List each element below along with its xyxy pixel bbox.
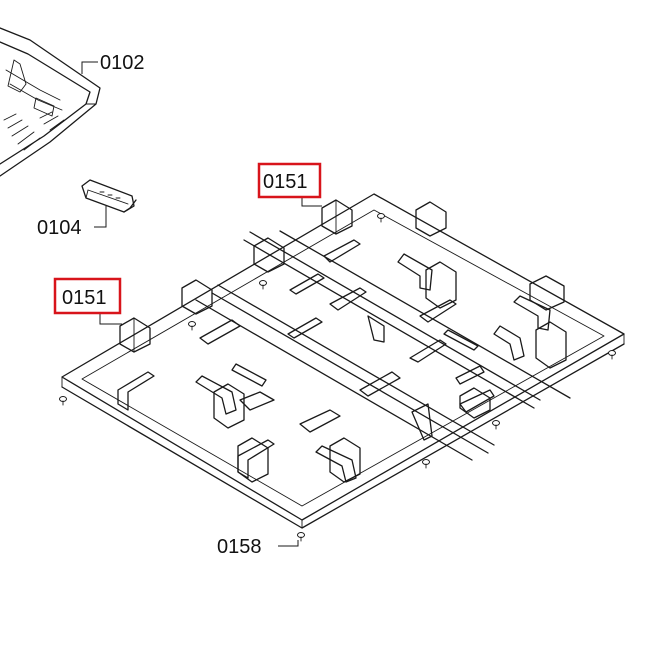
- leader-lines: [81, 61, 322, 547]
- label-0151-top: 0151: [263, 171, 308, 193]
- label-0158: 0158: [217, 536, 262, 558]
- part-0104-bracket: [81, 179, 137, 213]
- label-0104: 0104: [37, 217, 82, 239]
- part-0102-tray: [0, 27, 101, 177]
- label-0151-left: 0151: [62, 287, 107, 309]
- highlight-box-0151-left: [53, 277, 122, 315]
- highlight-box-0151-top: [257, 162, 322, 199]
- part-0151-grate: [61, 193, 625, 529]
- label-0102: 0102: [100, 52, 145, 74]
- part-0158-screws: [59, 213, 616, 542]
